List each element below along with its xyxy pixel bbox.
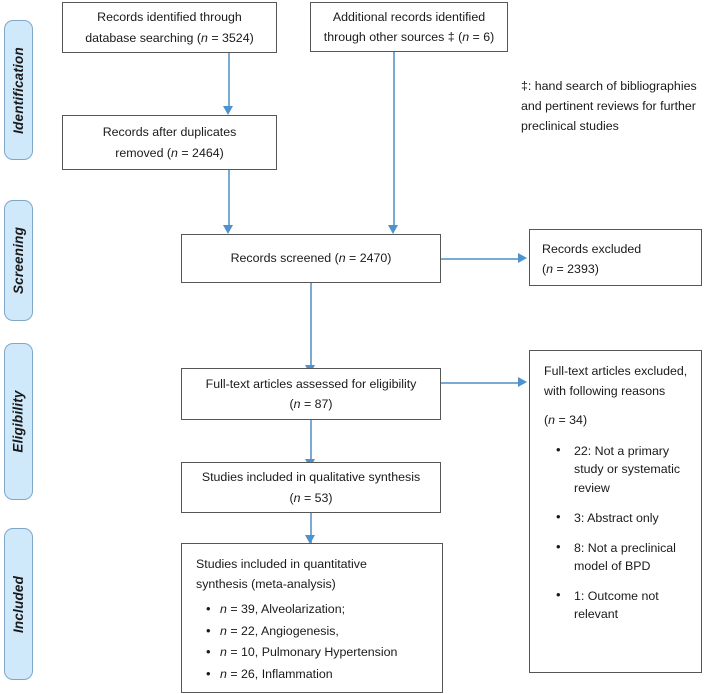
list-item: 1: Outcome not relevant [556,586,693,623]
box-records-after-duplicates-line1: Records after duplicates [102,125,237,140]
exclusion-reasons-list: 22: Not a primary study or systematic re… [544,441,693,635]
arrowhead-qualitative-to-quantitative [305,535,315,544]
list-item: n = 26, Inflammation [206,664,434,684]
box-records-screened-line1: Records screened (n = 2470) [230,251,392,266]
connector-screened-to-excluded [441,258,519,260]
connector-qualitative-to-quantitative [310,513,312,543]
connector-fulltext-to-qualitative [310,420,312,462]
box-records-identified-line1: Records identified through [97,10,242,25]
arrowhead-identified-to-duplicates [223,106,233,115]
outcome-list: n = 39, Alveolarization; n = 22, Angioge… [196,599,434,686]
list-item: n = 39, Alveolarization; [206,599,434,619]
footnote-line2: and pertinent reviews for further [521,99,696,114]
box-fulltext-excluded: Full-text articles excluded, with follow… [529,350,702,673]
connector-screened-to-fulltext [310,283,312,368]
box-records-after-duplicates-line2: removed (n = 2464) [115,145,224,160]
connector-fulltext-to-excluded [441,382,519,384]
box-qualitative-synthesis-line1: Studies included in qualitative synthesi… [201,470,421,485]
connector-duplicates-to-screened [228,170,230,228]
phase-label-included: Included [4,528,33,680]
box-fulltext-assessed: Full-text articles assessed for eligibil… [181,368,441,420]
phase-label-identification: Identification [4,20,33,160]
footnote-line1: ‡: hand search of bibliographies [521,79,697,93]
box-records-excluded-line1: Records excluded [542,242,642,256]
box-records-excluded: Records excluded (n = 2393) [529,229,702,286]
footnote-line3: preclinical studies [521,119,619,134]
box-fulltext-excluded-line3: (n = 34) [544,413,588,428]
phase-label-eligibility-text: Eligibility [11,390,26,453]
footnote-dagger-note: ‡: hand search of bibliographies and per… [521,76,706,136]
list-item: 8: Not a preclinical model of BPD [556,538,693,575]
box-quantitative-synthesis-line1: Studies included in quantitative [196,557,367,571]
list-item: n = 22, Angiogenesis, [206,621,434,641]
box-fulltext-assessed-line1: Full-text articles assessed for eligibil… [205,376,417,391]
box-additional-records-line2: through other sources ‡ (n = 6) [323,30,495,44]
phase-label-screening: Screening [4,200,33,321]
connector-additional-to-screened [393,52,395,228]
list-item: 3: Abstract only [556,508,693,527]
box-fulltext-excluded-line2: with following reasons [544,384,666,399]
connector-identified-to-duplicates [228,53,230,109]
box-records-screened: Records screened (n = 2470) [181,234,441,283]
box-records-identified-line2: database searching (n = 3524) [85,30,254,45]
phase-label-identification-text: Identification [11,46,26,134]
box-records-identified: Records identified through database sear… [62,2,277,53]
box-qualitative-synthesis: Studies included in qualitative synthesi… [181,462,441,513]
list-item: n = 10, Pulmonary Hypertension [206,642,434,662]
box-records-excluded-line2: (n = 2393) [542,262,599,277]
box-records-after-duplicates: Records after duplicates removed (n = 24… [62,115,277,170]
list-item: 22: Not a primary study or systematic re… [556,441,693,496]
arrowhead-fulltext-to-excluded [518,377,527,387]
phase-label-screening-text: Screening [11,226,27,295]
box-fulltext-excluded-line1: Full-text articles excluded, [544,364,688,378]
phase-label-included-text: Included [11,575,27,633]
arrowhead-duplicates-to-screened [223,225,233,234]
box-additional-records: Additional records identified through ot… [310,2,508,52]
box-additional-records-line1: Additional records identified [332,9,486,24]
phase-label-eligibility: Eligibility [4,343,33,500]
box-quantitative-synthesis: Studies included in quantitative synthes… [181,543,443,693]
arrowhead-screened-to-excluded [518,253,527,263]
box-qualitative-synthesis-line2: (n = 53) [289,490,333,505]
box-quantitative-synthesis-line2: synthesis (meta-analysis) [196,577,336,592]
arrowhead-additional-to-screened [388,225,398,234]
box-fulltext-assessed-line2: (n = 87) [289,397,333,411]
